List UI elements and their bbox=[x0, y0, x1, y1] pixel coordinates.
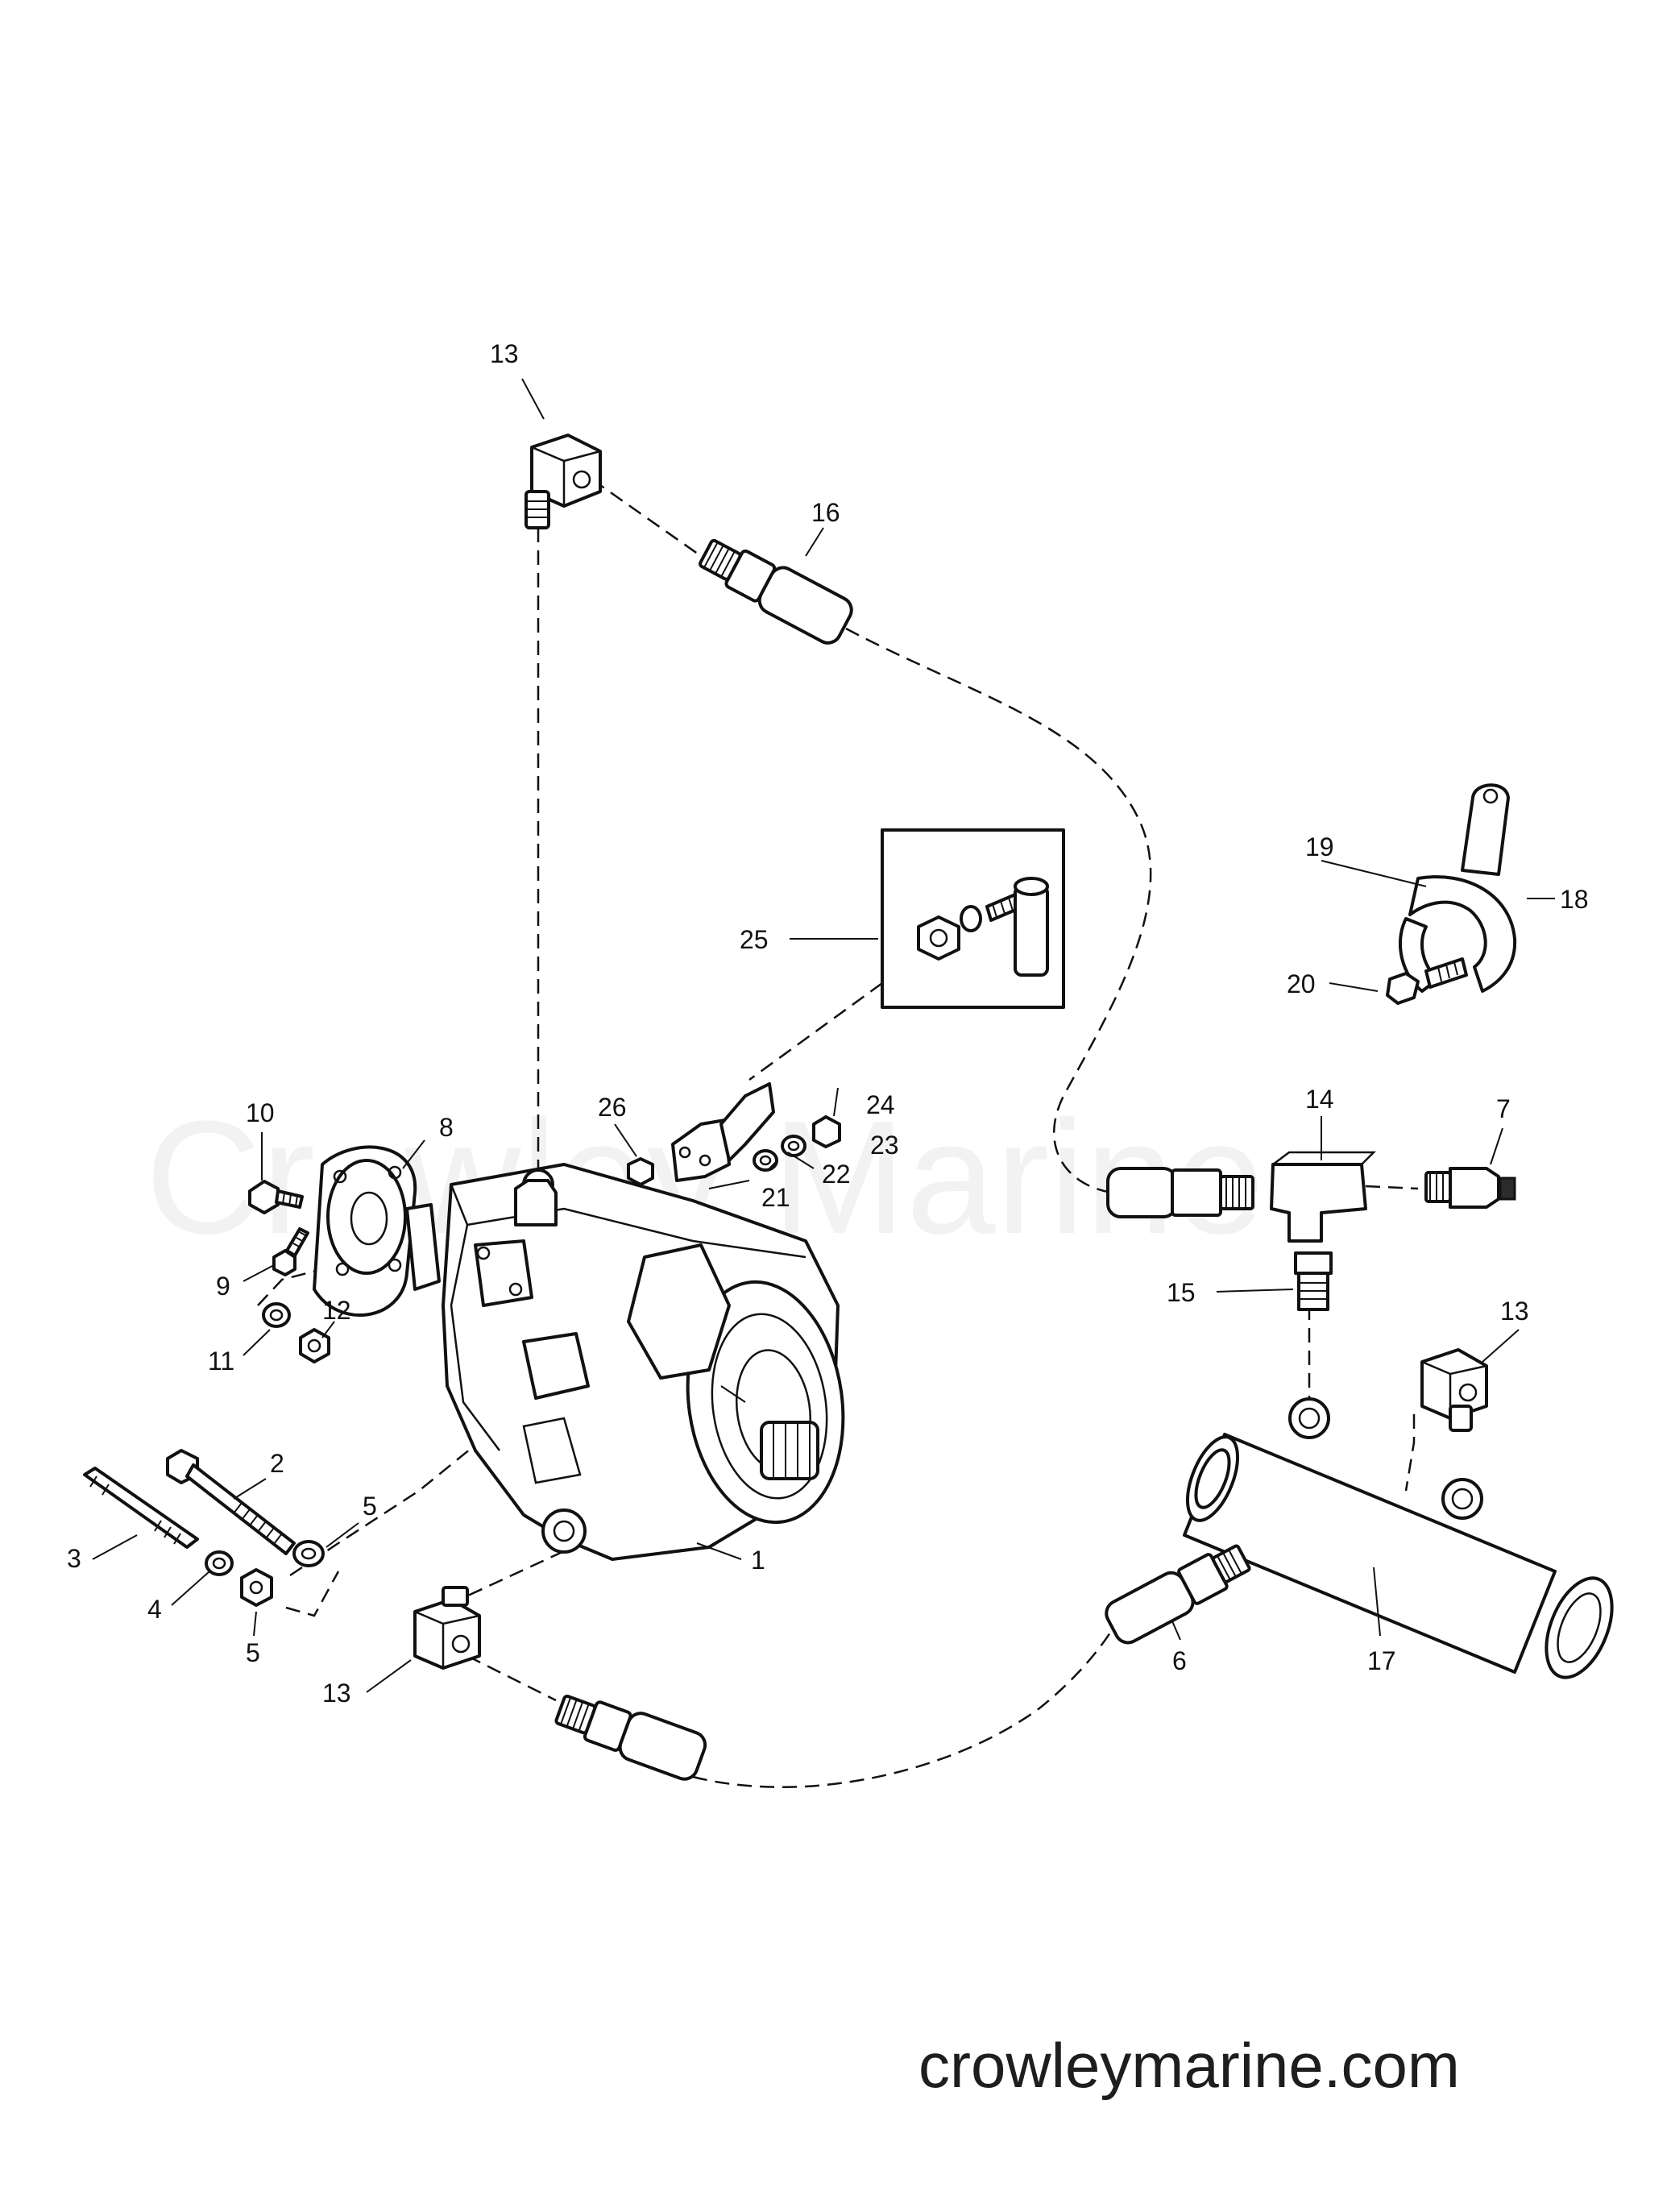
inset-leader-25 bbox=[748, 981, 883, 1081]
leader-lines bbox=[92, 378, 1555, 1693]
callout-16: 16 bbox=[811, 498, 840, 527]
washer-22 bbox=[753, 1149, 778, 1172]
hose-lower bbox=[554, 1694, 707, 1781]
callout-7: 7 bbox=[1496, 1094, 1511, 1123]
alignment-line-trans-13 bbox=[458, 1550, 565, 1601]
callout-1: 1 bbox=[751, 1546, 765, 1575]
nut-12 bbox=[299, 1328, 330, 1363]
fitting-13-lower bbox=[413, 1586, 481, 1670]
hose-line-16-14 bbox=[845, 627, 1152, 1194]
stud-3 bbox=[83, 1467, 199, 1549]
hose-6 bbox=[1105, 1544, 1251, 1645]
fitting-13-top bbox=[525, 434, 602, 529]
washer-4 bbox=[205, 1550, 234, 1576]
nut-24 bbox=[812, 1115, 841, 1148]
bolt-2 bbox=[166, 1449, 296, 1555]
nut-26 bbox=[627, 1157, 654, 1186]
callout-23: 23 bbox=[870, 1131, 899, 1160]
hose-end-14 bbox=[1106, 1167, 1254, 1218]
callout-21: 21 bbox=[761, 1183, 790, 1212]
lockwasher-23 bbox=[781, 1135, 806, 1157]
callout-22: 22 bbox=[822, 1160, 851, 1189]
callout-20: 20 bbox=[1287, 969, 1316, 998]
alignment-line-13-16 bbox=[591, 478, 702, 558]
callout-26: 26 bbox=[598, 1093, 627, 1122]
callout-8: 8 bbox=[439, 1113, 454, 1142]
callout-6: 6 bbox=[1172, 1646, 1187, 1675]
footer-website: crowleymarine.com bbox=[918, 2030, 1460, 2101]
transmission-1 bbox=[442, 1163, 845, 1561]
callout-4: 4 bbox=[147, 1595, 162, 1624]
callout-18: 18 bbox=[1560, 885, 1589, 914]
bracket-21 bbox=[671, 1082, 775, 1182]
callout-14: 14 bbox=[1305, 1085, 1334, 1114]
flange-8 bbox=[313, 1145, 441, 1317]
screw-20 bbox=[1386, 957, 1468, 1005]
callout-12: 12 bbox=[322, 1296, 351, 1325]
alignment-line-13-17 bbox=[1404, 1414, 1416, 1492]
cooler-17 bbox=[1183, 1397, 1614, 1679]
alignment-line-13-hose bbox=[466, 1654, 557, 1702]
callout-13-lower: 13 bbox=[322, 1679, 351, 1708]
callout-17: 17 bbox=[1367, 1646, 1396, 1675]
alignment-line-14-7 bbox=[1365, 1185, 1419, 1190]
callout-labels: 13 16 25 19 18 20 26 24 23 22 21 14 7 15… bbox=[67, 339, 1589, 1708]
callout-9: 9 bbox=[216, 1272, 230, 1301]
callout-11: 11 bbox=[208, 1347, 234, 1376]
bracket-line-nut bbox=[285, 1571, 340, 1617]
clamp-18 bbox=[1408, 783, 1517, 993]
callout-15: 15 bbox=[1167, 1278, 1196, 1307]
nipple-15 bbox=[1294, 1251, 1333, 1311]
hose-line-lower bbox=[692, 1623, 1117, 1788]
fitting-13-right bbox=[1420, 1348, 1488, 1432]
callout-3: 3 bbox=[67, 1544, 81, 1573]
callout-24: 24 bbox=[866, 1090, 895, 1119]
callout-5-lower: 5 bbox=[246, 1638, 260, 1667]
callout-25: 25 bbox=[740, 925, 769, 954]
callout-2: 2 bbox=[270, 1449, 284, 1478]
callout-13-top: 13 bbox=[490, 339, 519, 368]
callout-13-right: 13 bbox=[1500, 1297, 1529, 1326]
callout-10: 10 bbox=[246, 1098, 275, 1127]
nut-5-lower bbox=[240, 1568, 273, 1607]
inset-25 bbox=[881, 828, 1065, 1009]
callout-19: 19 bbox=[1305, 832, 1334, 861]
screw-9 bbox=[272, 1227, 309, 1276]
hose-16 bbox=[699, 538, 853, 645]
screw-10 bbox=[248, 1180, 304, 1214]
bracket-line-upper bbox=[257, 1268, 379, 1307]
washer-11 bbox=[262, 1302, 291, 1328]
callout-5-upper: 5 bbox=[363, 1492, 377, 1521]
washer-5-upper bbox=[292, 1540, 325, 1567]
switch-7 bbox=[1424, 1167, 1516, 1209]
tee-14 bbox=[1270, 1151, 1377, 1243]
